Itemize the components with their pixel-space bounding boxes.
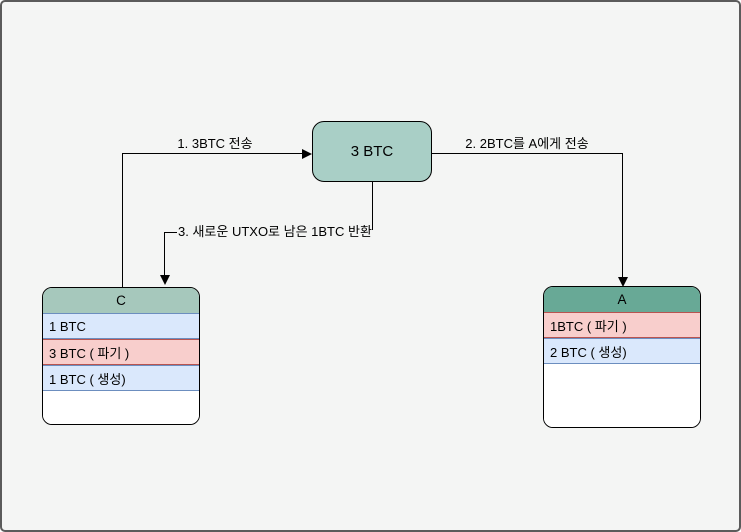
wallet-table-a: A 1BTC ( 파기 ) 2 BTC ( 생성) <box>543 286 701 428</box>
edge3-vertical-line-from-node <box>372 182 373 230</box>
table-a-row-1btc-destroyed: 1BTC ( 파기 ) <box>544 312 700 338</box>
edge1-horizontal-line <box>122 153 303 154</box>
utxo-node: 3 BTC <box>312 121 432 182</box>
edge3-arrowhead-icon <box>160 275 170 285</box>
edge3-label: 3. 새로운 UTXO로 남은 1BTC 반환 <box>178 224 372 239</box>
edge2-arrowhead-icon <box>618 277 628 287</box>
table-a-row-empty <box>544 364 700 427</box>
table-c-row-empty <box>43 391 199 424</box>
edge2-horizontal-line <box>432 153 623 154</box>
table-a-row-2btc-created: 2 BTC ( 생성) <box>544 338 700 364</box>
edge3-vertical-line-to-table <box>164 232 165 276</box>
table-c-header: C <box>43 288 199 313</box>
edge3-horizontal-stub <box>164 232 177 233</box>
edge1-arrowhead-icon <box>302 149 312 159</box>
utxo-node-label: 3 BTC <box>350 143 394 160</box>
edge1-label: 1. 3BTC 전송 <box>177 136 253 151</box>
edge2-vertical-line <box>622 153 623 278</box>
table-c-row-3btc-destroyed: 3 BTC ( 파기 ) <box>43 339 199 365</box>
wallet-table-c: C 1 BTC 3 BTC ( 파기 ) 1 BTC ( 생성) <box>42 287 200 425</box>
edge1-vertical-line <box>122 153 123 287</box>
table-a-header: A <box>544 287 700 312</box>
table-c-row-1btc: 1 BTC <box>43 313 199 339</box>
edge2-label: 2. 2BTC를 A에게 전송 <box>465 136 589 151</box>
table-c-row-1btc-created: 1 BTC ( 생성) <box>43 365 199 391</box>
